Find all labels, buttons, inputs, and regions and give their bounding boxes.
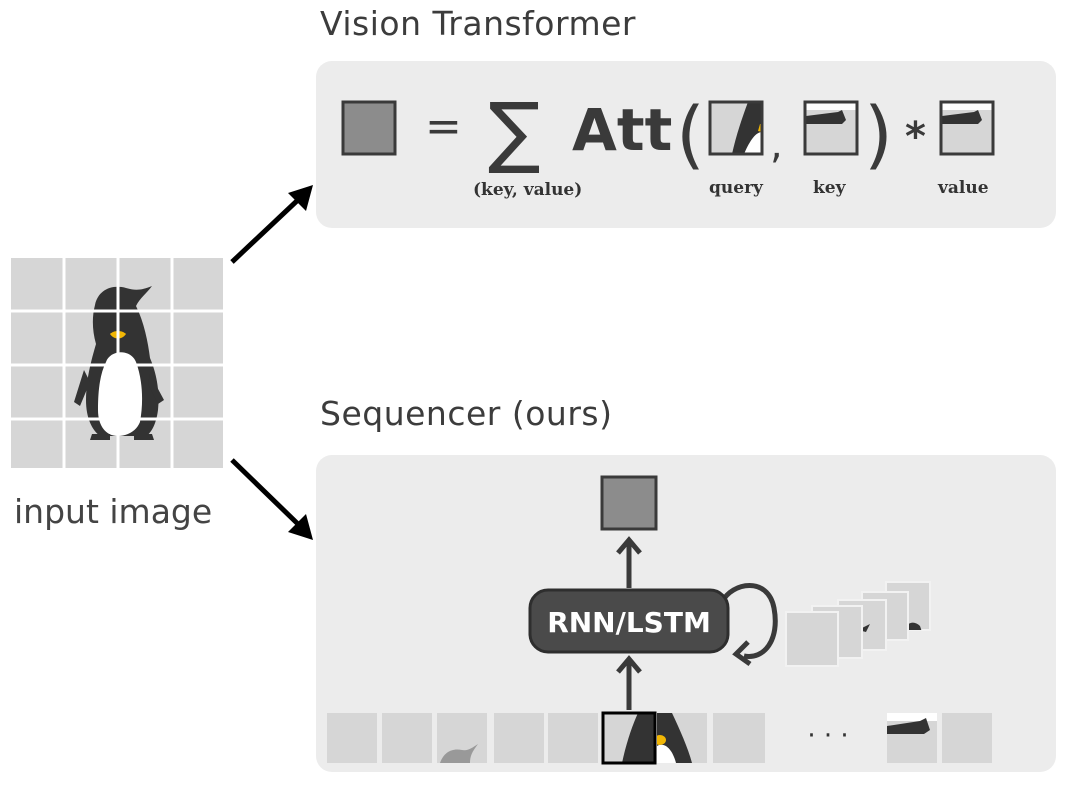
right-paren: )	[864, 92, 893, 178]
ellipsis: · · ·	[807, 721, 848, 751]
grid-lines	[10, 256, 224, 470]
arrow-to-sequencer-head	[288, 514, 313, 540]
sum-symbol: ∑	[488, 87, 541, 177]
arrow-to-sequencer	[230, 458, 302, 528]
vit-title: Vision Transformer	[320, 4, 636, 43]
rnn-lstm-label: RNN/LSTM	[547, 606, 711, 639]
left-paren: (	[676, 92, 705, 178]
query-label: query	[709, 178, 763, 198]
patch-sequence: · · ·	[327, 711, 992, 765]
vit-panel	[316, 61, 1056, 228]
value-label: value	[938, 178, 989, 198]
stacked-patch-frames	[785, 581, 931, 667]
vit-output-patch	[341, 100, 397, 156]
comma: ,	[770, 122, 783, 168]
input-image-caption: input image	[14, 492, 213, 531]
rnn-lstm-box	[528, 588, 730, 654]
key-label: key	[813, 178, 846, 198]
sum-subscript: (key, value)	[473, 180, 583, 200]
att-text: Att	[572, 96, 672, 164]
recurrent-loop	[719, 583, 778, 659]
input-arrows	[230, 185, 313, 540]
input-image	[10, 256, 224, 470]
sequencer-output-patch	[600, 475, 658, 531]
vit-equation: = ∑ Att ( , ) *	[341, 87, 995, 178]
key-patch	[805, 102, 857, 154]
penguin-icon	[74, 286, 164, 440]
times-sign: *	[905, 114, 926, 160]
equals-sign: =	[425, 101, 462, 152]
arrow-to-vit-head	[288, 185, 313, 211]
value-patch	[941, 102, 993, 154]
sequencer-title: Sequencer (ours)	[320, 394, 613, 433]
arrow-to-vit	[230, 196, 302, 264]
